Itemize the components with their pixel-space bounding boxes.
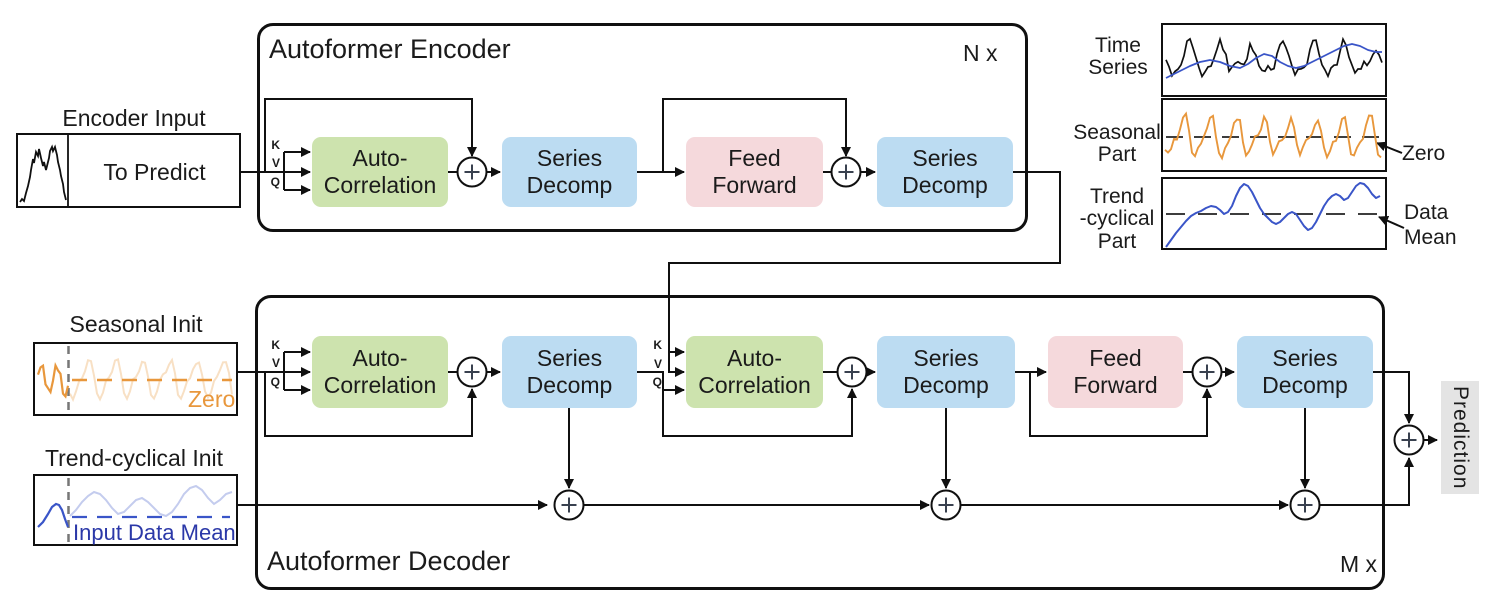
seasonal-init-label: Seasonal Init <box>69 311 203 337</box>
decoder-title: Autoformer Decoder <box>267 546 511 576</box>
trend-init-label: Trend-cyclical Init <box>44 445 224 471</box>
encoder-q-label: Q <box>270 175 280 189</box>
seasonal-part-plot-label: Seasonal Part <box>1073 121 1161 167</box>
encoder-frame <box>257 23 1028 232</box>
prediction-label: Prediction <box>1441 381 1479 494</box>
decoder-ac2-k-label: K <box>653 338 662 352</box>
decoder-auto-correlation-2-block: Auto- Correlation <box>686 336 823 408</box>
encoder-series-decomp-2-block: Series Decomp <box>877 137 1013 207</box>
decoder-ac2-q-label: Q <box>652 375 662 389</box>
decoder-series-decomp-2-block: Series Decomp <box>877 336 1015 408</box>
trend-init-annotation: Input Data Mean <box>73 520 236 545</box>
encoder-series-decomp-1-block: Series Decomp <box>502 137 637 207</box>
zero-annotation: Zero <box>1402 142 1446 165</box>
seasonal-init-annotation: Zero <box>188 386 236 412</box>
decoder-auto-correlation-1-block: Auto- Correlation <box>312 336 448 408</box>
encoder-repeat-label: N x <box>963 40 998 66</box>
time-series-plot-label: Time Series <box>1088 34 1148 80</box>
data-mean-annotation: Data Mean <box>1404 201 1457 250</box>
decoder-ac2-v-label: V <box>653 357 662 371</box>
time-series-plot <box>1161 23 1387 97</box>
decoder-repeat-label: M x <box>1340 551 1378 577</box>
decoder-feed-forward-block: Feed Forward <box>1048 336 1183 408</box>
encoder-title: Autoformer Encoder <box>269 34 511 64</box>
encoder-input-label: Encoder Input <box>62 105 206 131</box>
decoder-ac1-q-label: Q <box>270 375 280 389</box>
encoder-feed-forward-block: Feed Forward <box>686 137 823 207</box>
trend-cyclical-part-plot <box>1161 177 1387 250</box>
seasonal-part-plot <box>1161 98 1387 172</box>
decoder-ac1-v-label: V <box>271 356 280 370</box>
encoder-input-text: To Predict <box>103 159 206 185</box>
trend-cyclical-part-plot-label: Trend -cyclical Part <box>1079 185 1155 253</box>
decoder-series-decomp-3-block: Series Decomp <box>1237 336 1373 408</box>
decoder-ac1-k-label: K <box>271 338 280 352</box>
encoder-v-label: V <box>271 156 280 170</box>
decoder-series-decomp-1-block: Series Decomp <box>502 336 637 408</box>
encoder-k-label: K <box>271 138 280 152</box>
encoder-auto-correlation-block: Auto- Correlation <box>312 137 448 207</box>
